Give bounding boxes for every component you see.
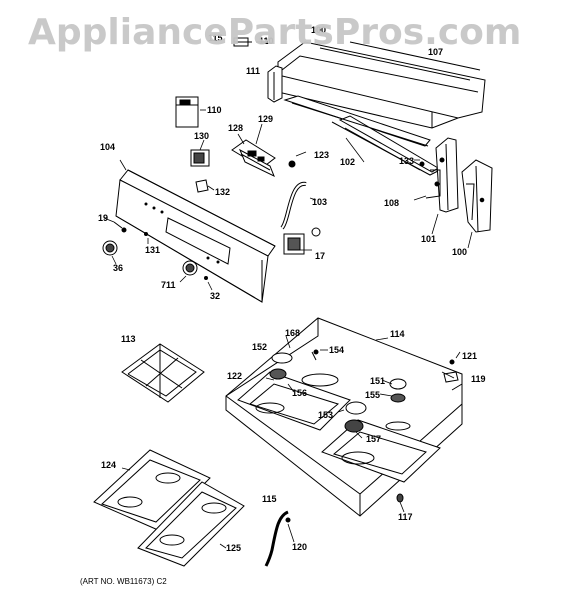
part-label: 153	[318, 410, 334, 420]
cooktop-114	[225, 317, 463, 517]
drip-pan-125	[137, 481, 245, 567]
side-bracket-111	[267, 65, 283, 103]
leader-lines	[103, 109, 473, 549]
part-label: 125	[226, 543, 242, 553]
part-label: 17	[315, 251, 326, 261]
art-number-caption: (ART NO. WB11673) C2	[80, 577, 167, 586]
part-label: 19	[98, 213, 109, 223]
part-label: 154	[329, 345, 345, 355]
part-label: 155	[365, 390, 381, 400]
part-label: 121	[462, 351, 478, 361]
part-115-top	[233, 37, 252, 47]
part-label: 130	[194, 131, 210, 141]
part-label: 115	[208, 33, 223, 43]
part-label: 101	[421, 234, 437, 244]
burner-caps	[269, 352, 407, 433]
tube-115	[264, 510, 291, 567]
part-label: 129	[258, 114, 274, 124]
watermark-text: AppliancePartsPros.com	[28, 12, 522, 53]
screw-131	[144, 232, 148, 236]
part-label: 108	[384, 198, 400, 208]
part-label: 711	[161, 280, 176, 290]
clip-132	[195, 179, 209, 193]
tube-103	[280, 181, 307, 230]
part-label: 100	[311, 25, 327, 35]
module-130	[190, 149, 210, 167]
part-label: 102	[340, 157, 356, 167]
part-label: 111	[246, 66, 261, 76]
part-label: 114	[390, 329, 405, 339]
foot-117	[396, 493, 404, 503]
screw-123	[288, 160, 296, 168]
part-label: 123	[314, 150, 330, 160]
valve-17	[283, 227, 321, 255]
part-label: 117	[398, 512, 413, 522]
part-label: 152	[252, 342, 268, 352]
part-label: 32	[210, 291, 221, 301]
part-label: 168	[285, 328, 301, 338]
part-label: 103	[312, 197, 328, 207]
part-label: 131	[145, 245, 161, 255]
part-label: 110	[207, 105, 222, 115]
part-label: 132	[215, 187, 231, 197]
part-label: 133	[399, 156, 415, 166]
part-label: 124	[101, 460, 117, 470]
part-label: 122	[227, 371, 243, 381]
part-label: 119	[471, 374, 486, 384]
screw-32	[204, 276, 208, 280]
orifice-154	[311, 349, 319, 361]
part-label: 120	[292, 542, 308, 552]
part-label: 36	[113, 263, 124, 273]
part-label: 104	[100, 142, 116, 152]
block-110	[175, 96, 199, 128]
part-label: 157	[366, 434, 382, 444]
clock-board-129	[231, 139, 276, 178]
screw-19	[113, 221, 127, 233]
part-label: 107	[428, 47, 444, 57]
part-label: 156	[292, 388, 308, 398]
control-panel-104	[115, 169, 276, 303]
backsplash-panel	[277, 41, 486, 129]
part-label: 128	[228, 123, 244, 133]
trim-strip-102	[283, 95, 441, 176]
grate-113	[121, 343, 205, 403]
part-label: 151	[370, 376, 386, 386]
knob-36	[102, 240, 118, 256]
screw-133	[419, 161, 425, 167]
bracket-101	[425, 137, 459, 213]
drip-pan-124	[93, 449, 211, 531]
knob-711	[182, 260, 198, 276]
part-label: 100	[452, 247, 468, 257]
part-label: 110	[259, 36, 274, 46]
side-panel-100	[461, 159, 493, 233]
part-label: 115	[262, 494, 277, 504]
part-label: 113	[121, 334, 136, 344]
